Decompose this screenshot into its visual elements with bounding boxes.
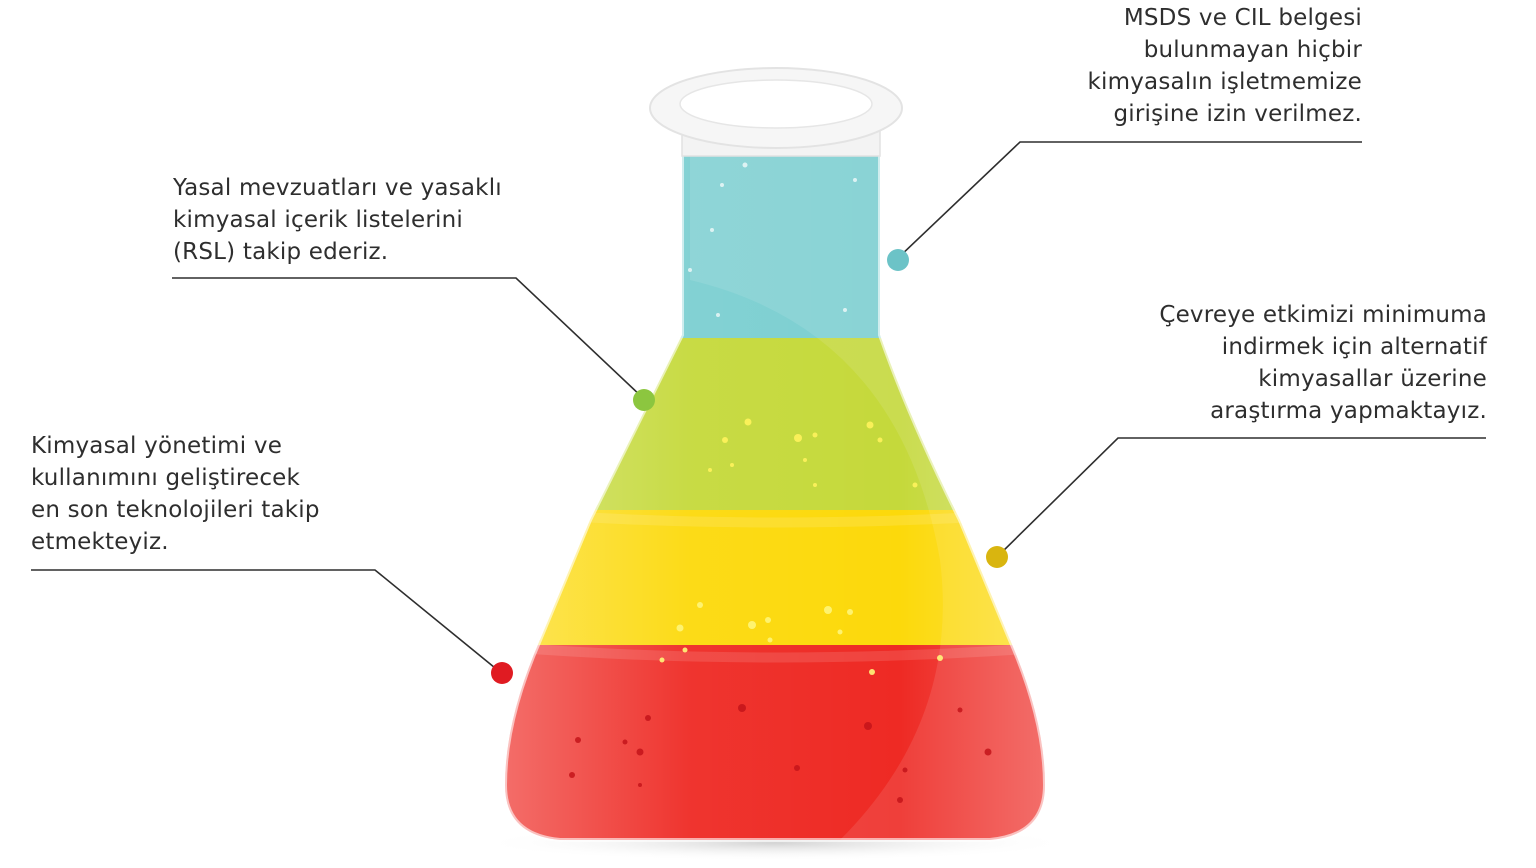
callout-lower-left-line: en son teknolojileri takip [31, 497, 320, 523]
callout-middle-right-line: araştırma yapmaktayız. [1210, 398, 1487, 424]
marker-dot-red [491, 662, 513, 684]
marker-dot-yellow [986, 546, 1008, 568]
callout-lower-left: Kimyasal yönetimi ve kullanımını gelişti… [31, 430, 320, 558]
leader-line-lower-left [31, 569, 501, 673]
callout-lower-left-line: etmekteyiz. [31, 529, 169, 555]
callout-top-right: MSDS ve CIL belgesi bulunmayan hiçbir ki… [1088, 2, 1362, 130]
callout-top-right-line: kimyasalın işletmemize [1087, 69, 1362, 95]
leader-line-middle-right [997, 437, 1486, 557]
callout-upper-left-line: Yasal mevzuatları ve yasaklı [173, 175, 502, 201]
callout-lower-left-line: kullanımını geliştirecek [31, 465, 301, 491]
callout-middle-right-line: Çevreye etkimizi minimuma [1159, 302, 1487, 328]
leader-line-upper-left [172, 277, 644, 399]
marker-dot-teal [887, 249, 909, 271]
leader-line-top-right [897, 141, 1362, 259]
callout-upper-left-line: kimyasal içerik listelerini [173, 207, 463, 233]
callout-middle-right-line: indirmek için alternatif [1221, 334, 1487, 360]
callout-upper-left-line: (RSL) takip ederiz. [173, 239, 389, 265]
callout-middle-right: Çevreye etkimizi minimuma indirmek için … [1159, 299, 1487, 427]
callout-top-right-line: MSDS ve CIL belgesi [1123, 5, 1362, 31]
callout-middle-right-line: kimyasallar üzerine [1258, 366, 1487, 392]
callout-upper-left: Yasal mevzuatları ve yasaklı kimyasal iç… [173, 172, 502, 268]
marker-dot-green [633, 389, 655, 411]
callout-top-right-line: girişine izin verilmez. [1113, 101, 1362, 127]
leader-lines [31, 141, 1486, 673]
callout-lower-left-line: Kimyasal yönetimi ve [31, 433, 283, 459]
flask [502, 67, 1048, 842]
callout-top-right-line: bulunmayan hiçbir [1143, 37, 1362, 63]
